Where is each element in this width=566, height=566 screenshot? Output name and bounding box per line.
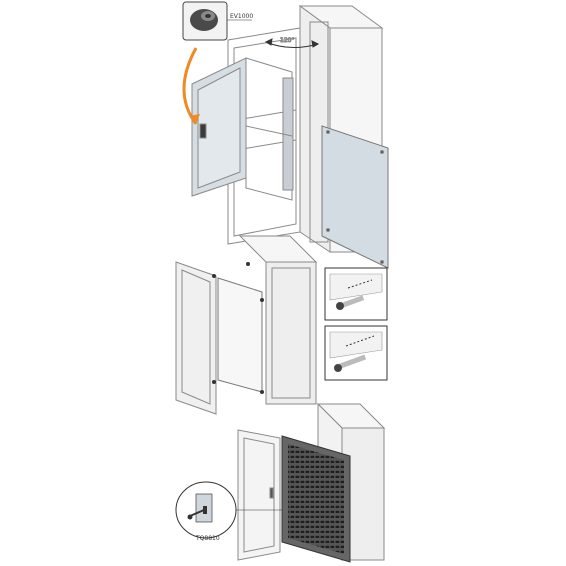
vent-grille (281, 435, 351, 563)
bolt-detail-icon (336, 279, 373, 310)
handle-icon (187, 493, 213, 523)
step-1-door-and-panel: 120° (191, 5, 389, 269)
bolt-detail-icon-2 (334, 335, 375, 372)
handle-callout: TQ8810 (175, 481, 282, 542)
handle-code-label: TQ8810 (195, 535, 220, 542)
angle-label: 120° (280, 37, 294, 44)
step-3-ventilation (237, 402, 386, 563)
detail-box-1 (324, 267, 388, 321)
open-door (191, 57, 247, 197)
door-bottom (237, 429, 281, 561)
lock-callout: EV1000 (182, 1, 253, 41)
angle-indicator (264, 38, 320, 48)
cabinet-middle (238, 235, 318, 405)
hinge-frame (245, 57, 294, 201)
detail-box-2 (324, 325, 388, 381)
step-2-mounting (175, 235, 318, 415)
lock-insert-icon (190, 9, 218, 31)
mounting-plate (321, 125, 389, 269)
arrow-head (189, 114, 200, 124)
plate-middle (217, 277, 263, 393)
lock-code-label: EV1000 (230, 13, 253, 20)
bolt-icon (212, 262, 264, 394)
door-middle (175, 261, 217, 415)
